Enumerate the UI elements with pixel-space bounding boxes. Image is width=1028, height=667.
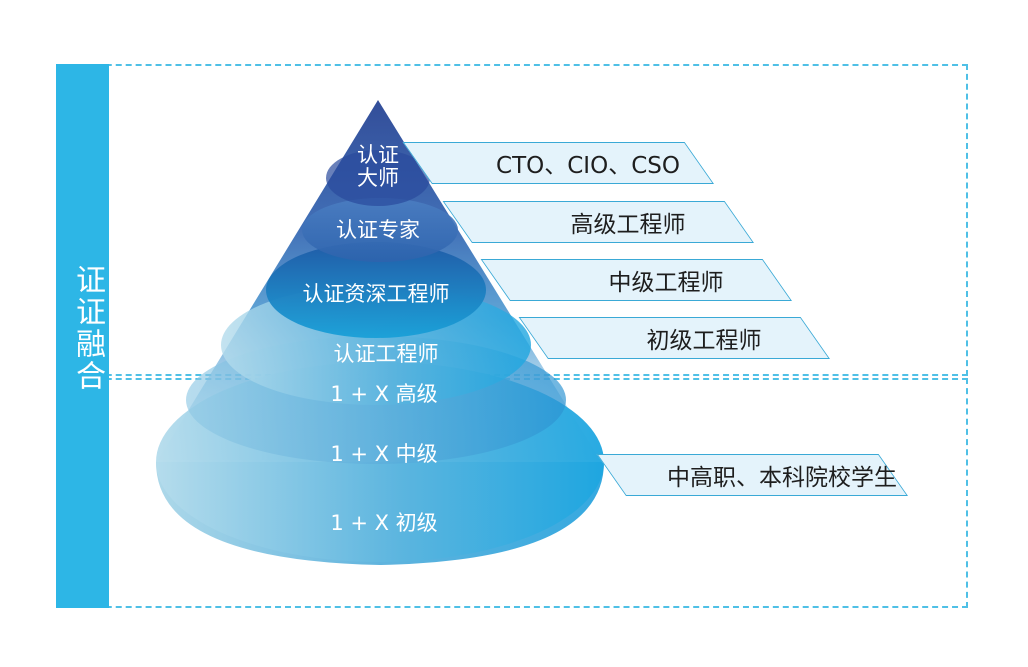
tier-label-senior-engineer: 认证资深工程师: [302, 282, 450, 306]
tag-middle-engineer: 中级工程师: [480, 259, 792, 301]
tier-label-1x-senior: 1 + X 高级: [330, 382, 438, 406]
tier-ellipse-expert: [302, 198, 458, 262]
side-label: 证证融合: [70, 264, 105, 392]
tier-ellipse-senior-engineer: [266, 242, 486, 338]
tag-senior-engineer: 高级工程师: [442, 201, 754, 243]
tier-label-1x-junior: 1 + X 初级: [330, 511, 438, 535]
tag-junior-engineer: 初级工程师: [518, 317, 830, 359]
tier-ellipse-master: [326, 150, 430, 206]
tier-label-expert: 认证专家: [336, 218, 420, 242]
tier-label-master: 认证大师: [357, 143, 399, 190]
tag-cto: CTO、CIO、CSO: [402, 142, 714, 184]
tier-label-1x-middle: 1 + X 中级: [330, 442, 438, 466]
side-bar: [56, 64, 109, 608]
tag-students: 中高职、本科院校学生: [596, 454, 908, 496]
tier-label-engineer: 认证工程师: [333, 342, 439, 366]
